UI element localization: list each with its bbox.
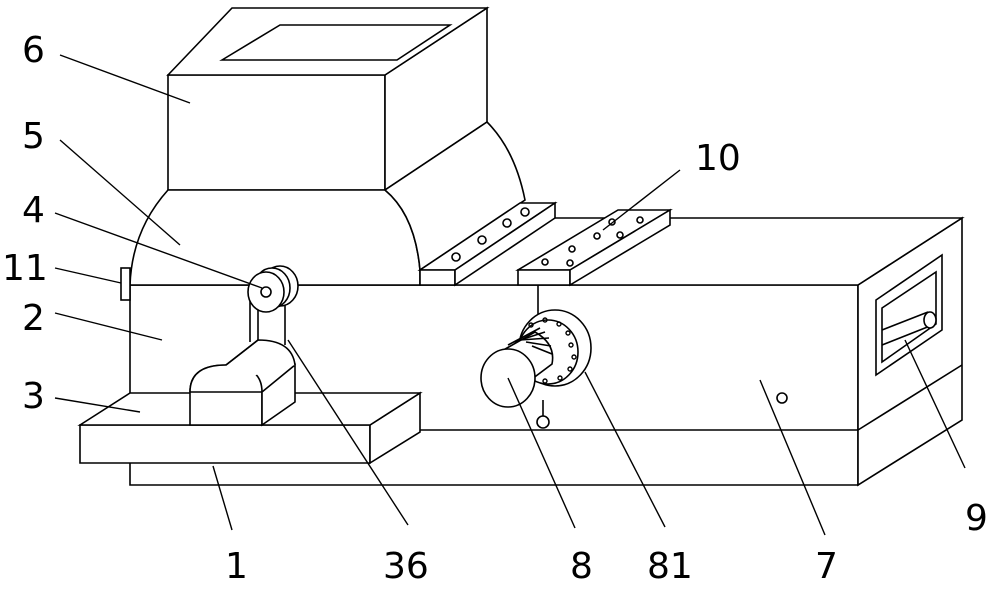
- label-1: 1: [225, 546, 248, 587]
- leader-9: [904, 339, 966, 469]
- leader-4: [54, 212, 263, 289]
- leader-6: [59, 54, 191, 104]
- label-5: 5: [22, 116, 45, 157]
- label-8: 8: [570, 546, 593, 587]
- label-81: 81: [647, 546, 693, 587]
- label-11: 11: [2, 248, 48, 289]
- leader-5: [59, 139, 181, 246]
- bolted-plates: [417, 201, 673, 287]
- transition-chute: [129, 120, 526, 286]
- motor: [189, 339, 296, 427]
- label-4: 4: [22, 190, 45, 231]
- base-plate: [77, 391, 423, 465]
- leader-11: [54, 267, 122, 284]
- label-2: 2: [22, 298, 45, 339]
- label-10: 10: [695, 138, 741, 179]
- label-7: 7: [815, 546, 838, 587]
- hopper: [166, 6, 490, 192]
- leader-lines: [54, 54, 966, 536]
- leader-3: [54, 397, 141, 413]
- outlet-window: [875, 253, 943, 377]
- leader-1: [212, 465, 233, 531]
- label-6: 6: [22, 30, 45, 71]
- leader-10: [602, 169, 681, 231]
- leader-2: [54, 312, 163, 341]
- part-labels: 6 5 4 11 2 3 10 1 36 8 81 7 9: [2, 30, 988, 587]
- label-3: 3: [22, 376, 45, 417]
- label-36: 36: [383, 546, 429, 587]
- belt-pulley: [247, 265, 299, 345]
- leader-8: [507, 377, 576, 529]
- leader-81: [584, 371, 666, 528]
- label-9: 9: [965, 498, 988, 539]
- leader-7: [759, 379, 826, 536]
- side-tab: [120, 267, 131, 301]
- leader-36: [287, 339, 409, 526]
